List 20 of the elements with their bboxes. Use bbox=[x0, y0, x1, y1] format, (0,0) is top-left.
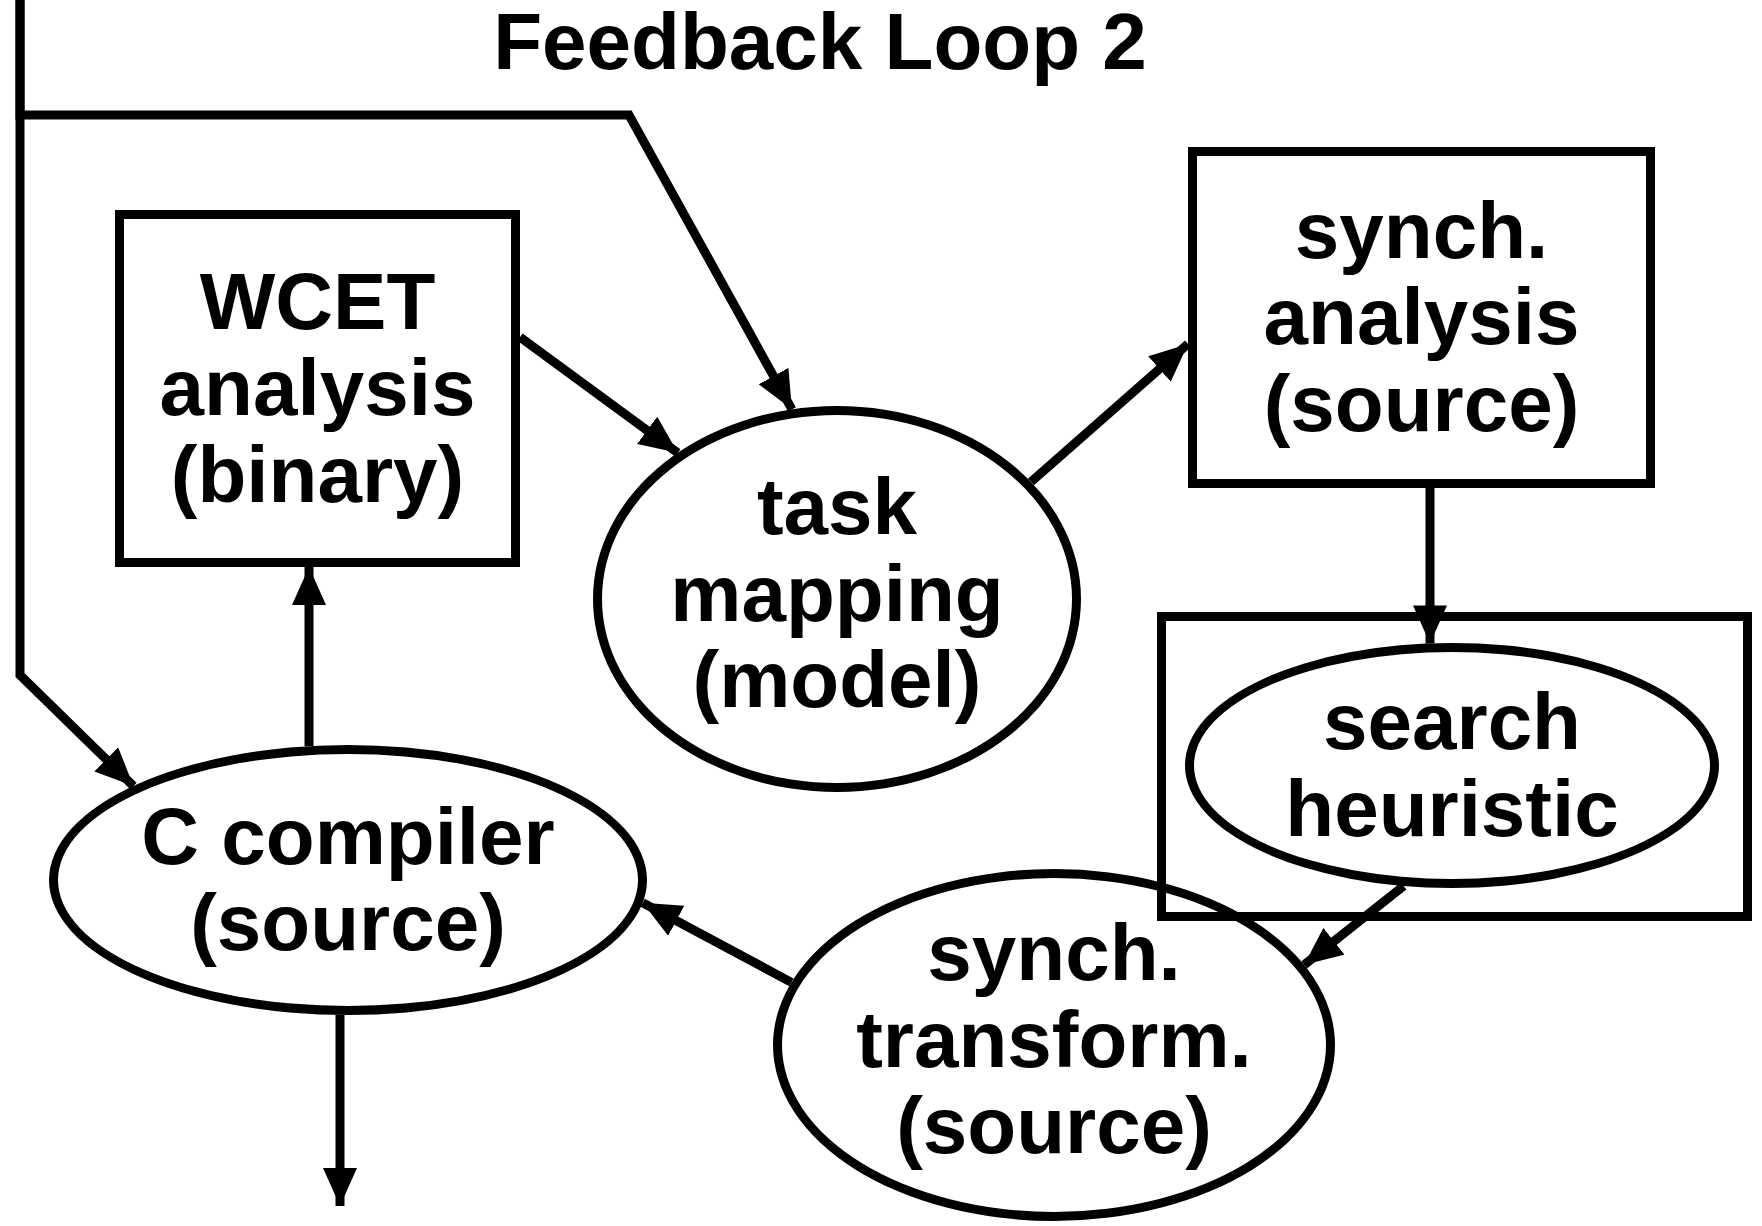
node-label: synch. analysis (source) bbox=[1262, 187, 1581, 448]
arrow bbox=[15, 0, 796, 412]
node-label: search heuristic bbox=[1284, 679, 1620, 852]
arrow bbox=[1028, 340, 1191, 486]
arrow bbox=[292, 567, 326, 747]
process-box bbox=[1188, 147, 1655, 488]
node-label: WCET analysis (binary) bbox=[158, 258, 477, 519]
process-ellipse bbox=[773, 869, 1335, 1221]
node-label: C compiler (source) bbox=[140, 793, 556, 967]
process-ellipse bbox=[593, 406, 1081, 792]
process-box bbox=[115, 210, 520, 567]
arrow bbox=[640, 898, 794, 987]
node-label: synch. transform. (source) bbox=[855, 910, 1253, 1170]
process-ellipse bbox=[1185, 643, 1719, 888]
arrow bbox=[517, 333, 681, 457]
process-ellipse bbox=[49, 745, 647, 1015]
node-label: task mapping (model) bbox=[669, 464, 1005, 724]
arrow bbox=[323, 1014, 357, 1206]
arrow bbox=[1413, 488, 1447, 644]
group-box bbox=[1157, 612, 1752, 921]
